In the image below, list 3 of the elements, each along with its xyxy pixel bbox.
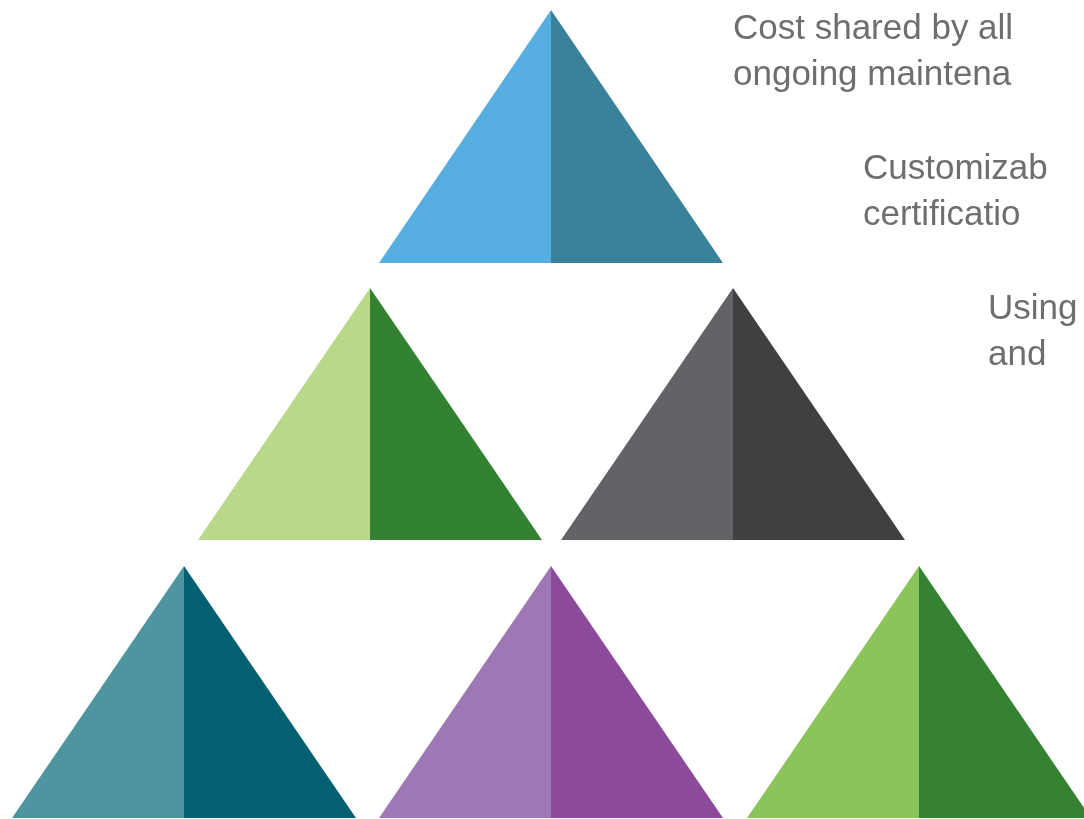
description-text: Customizab certificatio [863,146,1049,234]
description-text: Using and [988,286,1078,374]
description-text: Cost shared by all ongoing maintena [733,6,1015,94]
